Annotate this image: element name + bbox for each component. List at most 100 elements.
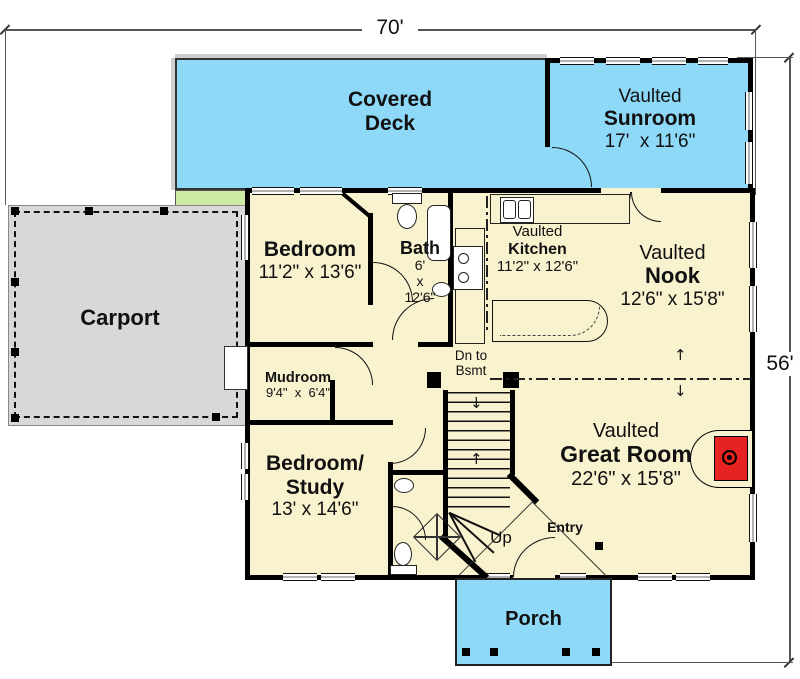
extension-line-bottom — [610, 662, 793, 663]
great-room-column — [595, 542, 603, 550]
nook-label: Vaulted Nook 12'6" x 15'8" — [600, 242, 745, 310]
bath-label-name: Bath — [400, 238, 440, 258]
window — [638, 573, 672, 581]
bedroom-study-label: Bedroom/ Study 13' x 14'6" — [235, 452, 395, 520]
window — [749, 286, 757, 332]
front-door-opening — [513, 574, 555, 580]
wall-mudroom-top — [245, 342, 333, 347]
window — [241, 443, 249, 469]
ridge-arrow-down-icon: ↓ — [674, 382, 687, 400]
mudroom-label-name: Mudroom — [264, 370, 332, 386]
extension-line-left — [5, 29, 6, 205]
lawn-strip — [175, 190, 247, 206]
stove-burner — [458, 272, 469, 283]
window — [241, 215, 249, 260]
great-room-label: Vaulted Great Room 22'6" x 15'8" — [540, 420, 712, 491]
porch-label: Porch — [465, 608, 602, 630]
sunroom-label-dims: 17' x 11'6" — [604, 130, 696, 152]
carport-label: Carport — [40, 305, 200, 331]
bath-label: Bath 6' x 12'6" — [393, 238, 447, 305]
wall-basement-stub-right — [503, 372, 519, 388]
wall-stairs-right — [510, 390, 515, 475]
window — [241, 474, 249, 500]
wall-bedroom-bottom — [333, 342, 373, 347]
wall-stairs-left — [443, 390, 448, 540]
wall-study-right — [388, 462, 393, 580]
carport-door-bump — [224, 346, 248, 390]
sunroom-window — [745, 92, 753, 130]
nook-double-door-opening — [601, 188, 661, 194]
stove-burner — [458, 253, 469, 264]
kitchen-label: Vaulted Kitchen 11'2" x 12'6" — [480, 223, 595, 276]
wall-hall-bath-top — [388, 470, 445, 475]
great-room-name: Great Room — [560, 441, 692, 468]
great-room-prefix: Vaulted — [592, 420, 660, 442]
sunroom-label: Vaulted Sunroom 17' x 11'6" — [560, 86, 740, 152]
staircase — [448, 392, 510, 510]
nook-label-name: Nook — [645, 263, 700, 289]
porch-area — [455, 578, 612, 666]
covered-deck-label-line1: Covered — [347, 88, 433, 111]
window — [252, 187, 294, 195]
kitchen-island — [492, 300, 608, 342]
bedroom-label-name: Bedroom — [263, 238, 357, 261]
kitchen-boundary-line — [486, 196, 488, 334]
bedroom-label-dims: 11'2" x 13'6" — [258, 261, 362, 283]
carport-post — [11, 348, 19, 356]
window — [749, 222, 757, 268]
sunroom-window — [606, 57, 640, 65]
down-to-basement-label: Dn to Bsmt — [444, 348, 498, 378]
porch-post — [490, 648, 498, 656]
fireplace-ring — [722, 450, 737, 465]
lower-toilet-tank — [390, 565, 417, 575]
entry-label-text: Entry — [547, 519, 583, 535]
covered-deck-label: Covered Deck — [280, 88, 500, 135]
lower-toilet-bowl — [394, 542, 412, 566]
window — [321, 573, 355, 581]
covered-deck-area — [175, 58, 547, 190]
sunroom-door-opening — [545, 147, 552, 191]
window — [484, 573, 510, 581]
entry-label: Entry — [536, 519, 594, 536]
kitchen-label-name: Kitchen — [508, 240, 567, 258]
bath-sink — [432, 282, 451, 297]
bedroom-label: Bedroom 11'2" x 13'6" — [230, 238, 390, 283]
carport-post — [11, 207, 19, 215]
bathtub — [427, 205, 451, 261]
porch-label-text: Porch — [505, 608, 562, 630]
kitchen-sink-basin — [518, 200, 531, 219]
width-dimension-label: 70' — [362, 16, 418, 40]
porch-post — [592, 648, 600, 656]
bath-label-dim-sep: x — [416, 272, 424, 289]
sunroom-window — [698, 57, 728, 65]
window — [300, 187, 342, 195]
porch-post — [562, 648, 570, 656]
bath-label-dim-h: 12'6" — [404, 288, 436, 305]
bedroom-study-line2: Study — [285, 475, 345, 499]
window — [749, 494, 757, 542]
wall-basement-stub-left — [427, 372, 441, 388]
sunroom-window — [745, 142, 753, 184]
wall-mudroom-right — [330, 380, 335, 425]
toilet-tank — [392, 193, 422, 204]
up-label-text: Up — [490, 528, 512, 547]
extension-line-right — [755, 29, 756, 195]
carport-label-text: Carport — [80, 305, 160, 330]
stair-arrow-up-icon: ↑ — [470, 450, 483, 468]
sunroom-label-name: Sunroom — [603, 107, 697, 131]
mudroom-label: Mudroom 9'4" x 6'4" — [252, 370, 344, 401]
great-room-dims: 22'6" x 15'8" — [571, 468, 681, 491]
stove — [453, 246, 483, 290]
carport-post — [11, 414, 19, 422]
kitchen-sink-basin — [503, 200, 516, 219]
carport-post — [212, 413, 220, 421]
wall-bath-bottom — [418, 342, 453, 347]
bath-label-dim-w: 6' — [414, 257, 426, 274]
covered-deck-label-line2: Deck — [364, 111, 416, 135]
bedroom-study-dims: 13' x 14'6" — [271, 499, 359, 521]
window — [283, 573, 317, 581]
nook-label-prefix: Vaulted — [639, 242, 706, 264]
sunroom-label-prefix: Vaulted — [618, 86, 682, 107]
extension-line-top-right — [737, 57, 793, 58]
